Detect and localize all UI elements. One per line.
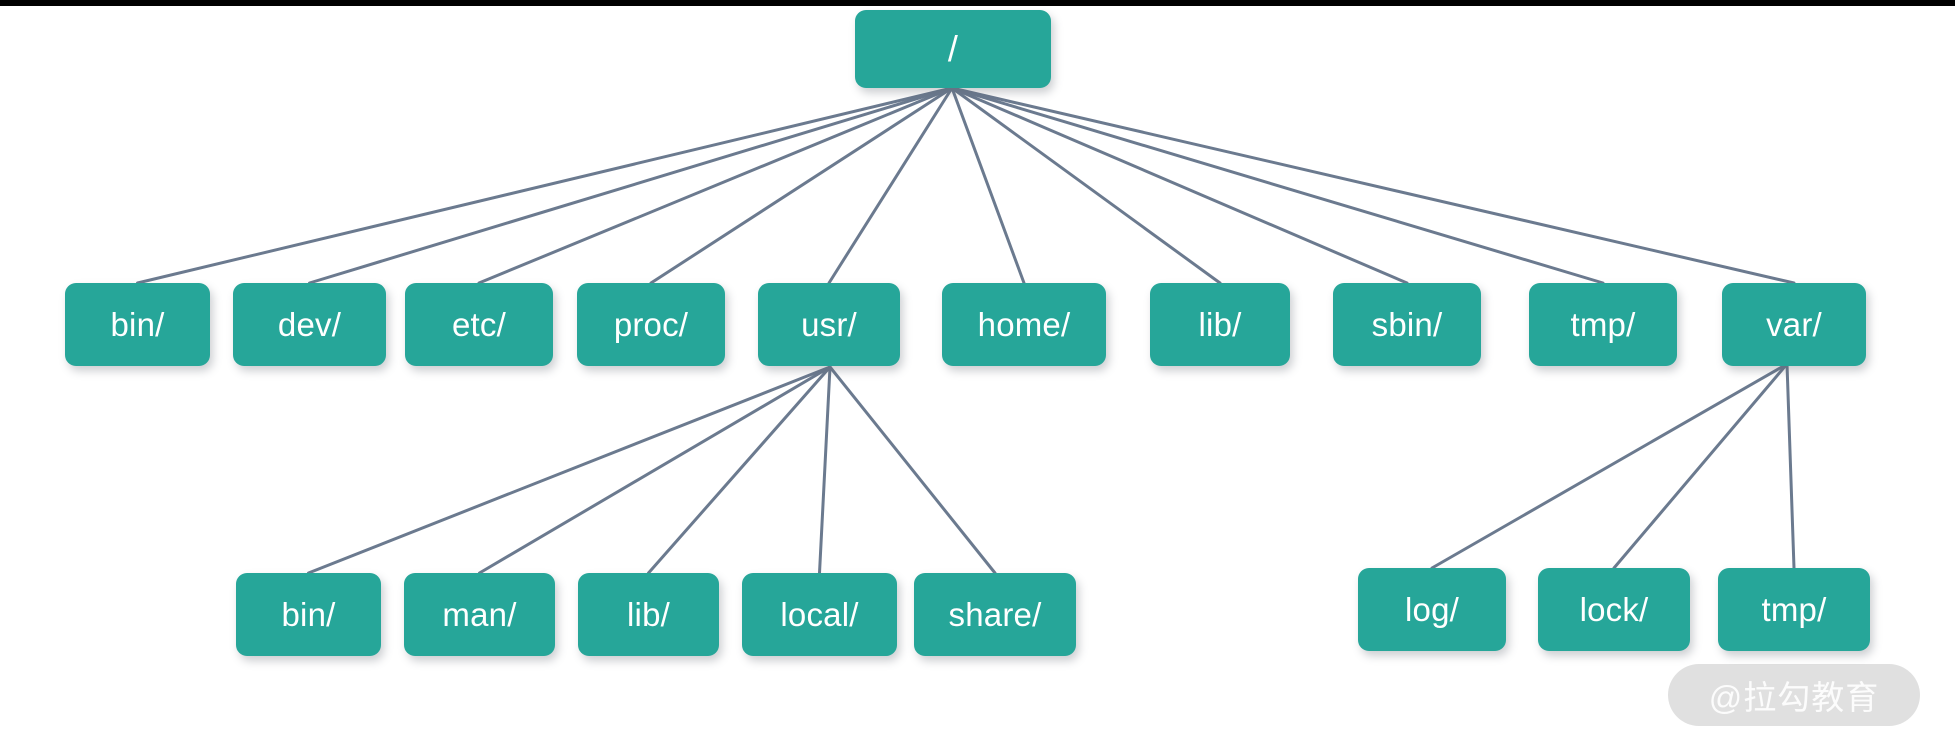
- tree-node-dev[interactable]: dev/: [233, 283, 386, 366]
- tree-node-label: bin/: [281, 596, 336, 633]
- tree-node-etc[interactable]: etc/: [405, 283, 553, 366]
- tree-node-usr-share[interactable]: share/: [914, 573, 1076, 656]
- tree-node-var-log[interactable]: log/: [1358, 568, 1506, 651]
- tree-node-var-lock[interactable]: lock/: [1538, 568, 1690, 651]
- tree-node-label: lock/: [1579, 591, 1649, 628]
- tree-node-label: tmp/: [1761, 591, 1827, 628]
- tree-node-label: bin/: [110, 306, 165, 343]
- tree-node-var[interactable]: var/: [1722, 283, 1866, 366]
- tree-node-label: dev/: [277, 306, 342, 343]
- tree-node-usr-bin[interactable]: bin/: [236, 573, 381, 656]
- tree-node-bin[interactable]: bin/: [65, 283, 210, 366]
- tree-node-label: /: [947, 28, 959, 69]
- tree-node-var-tmp[interactable]: tmp/: [1718, 568, 1870, 651]
- watermark: @拉勾教育: [1668, 664, 1920, 726]
- tree-node-label: proc/: [613, 306, 689, 343]
- tree-node-label: etc/: [452, 306, 506, 343]
- tree-node-label: lib/: [1198, 306, 1242, 343]
- tree-node-root[interactable]: /: [855, 10, 1051, 88]
- tree-node-sbin[interactable]: sbin/: [1333, 283, 1481, 366]
- tree-node-usr[interactable]: usr/: [758, 283, 900, 366]
- top-black-bar: [0, 0, 1955, 6]
- tree-node-label: log/: [1404, 591, 1459, 628]
- tree-node-home[interactable]: home/: [942, 283, 1106, 366]
- tree-node-label: share/: [948, 596, 1042, 633]
- tree-node-label: lib/: [627, 596, 670, 633]
- tree-node-label: home/: [977, 306, 1071, 343]
- tree-node-usr-local[interactable]: local/: [742, 573, 897, 656]
- tree-node-label: sbin/: [1371, 306, 1443, 343]
- watermark-text: @拉勾教育: [1708, 679, 1880, 716]
- tree-node-label: man/: [442, 596, 517, 633]
- tree-node-usr-man[interactable]: man/: [404, 573, 555, 656]
- tree-node-proc[interactable]: proc/: [577, 283, 725, 366]
- tree-node-usr-lib[interactable]: lib/: [578, 573, 719, 656]
- tree-node-tmp[interactable]: tmp/: [1529, 283, 1677, 366]
- tree-node-lib[interactable]: lib/: [1150, 283, 1290, 366]
- tree-node-label: var/: [1766, 306, 1822, 343]
- tree-node-label: tmp/: [1570, 306, 1636, 343]
- tree-node-label: usr/: [801, 306, 857, 343]
- tree-node-label: local/: [780, 596, 859, 633]
